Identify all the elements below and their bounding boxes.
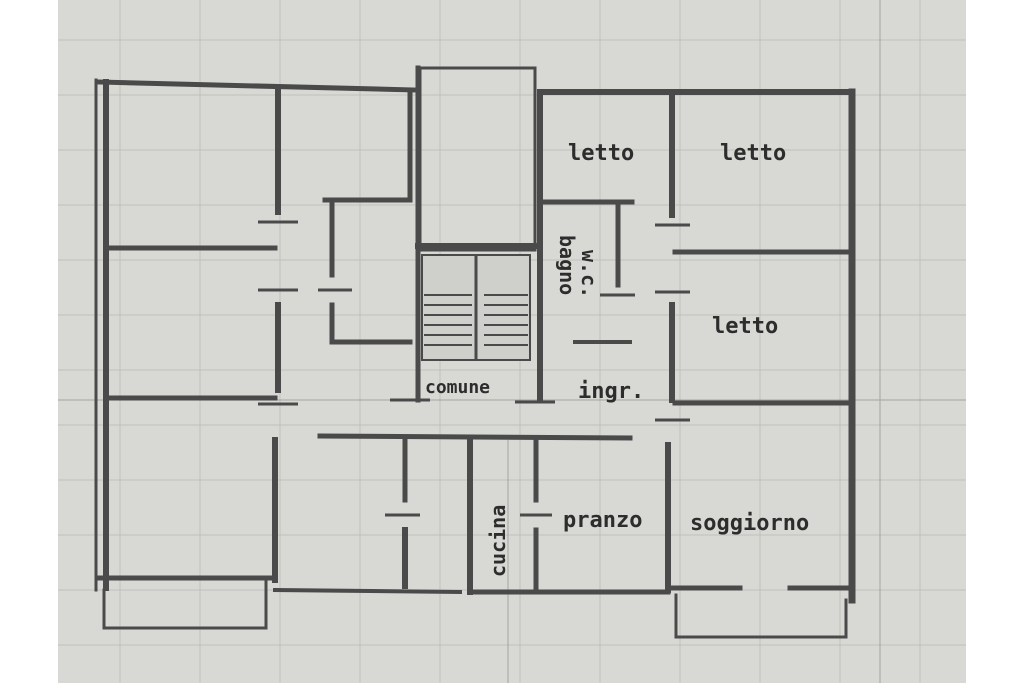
wall-corridor-bottom — [317, 433, 633, 441]
balcony-right — [674, 593, 848, 639]
wall-left-closet — [322, 87, 413, 203]
room-label-ingresso: ingr. — [578, 379, 644, 404]
room-label-bagno: bagno — [555, 235, 579, 295]
wall-bottom-center-left — [272, 587, 463, 595]
room-label-pranzo: pranzo — [563, 508, 642, 533]
door-marks — [258, 220, 690, 517]
room-label-letto-1: letto — [568, 141, 634, 166]
walls — [94, 65, 856, 639]
room-label-cucina: cucina — [486, 505, 510, 577]
room-label-soggiorno: soggiorno — [690, 511, 809, 536]
room-label-letto-2: letto — [720, 141, 786, 166]
wall-top-left — [95, 79, 418, 93]
room-label-wc: w.c. — [577, 250, 601, 298]
balcony-left — [102, 580, 268, 630]
staircase — [421, 254, 531, 361]
wall-left-small-room — [329, 302, 413, 345]
room-label-letto-3: letto — [712, 314, 778, 339]
room-label-comune: comune — [425, 377, 490, 398]
